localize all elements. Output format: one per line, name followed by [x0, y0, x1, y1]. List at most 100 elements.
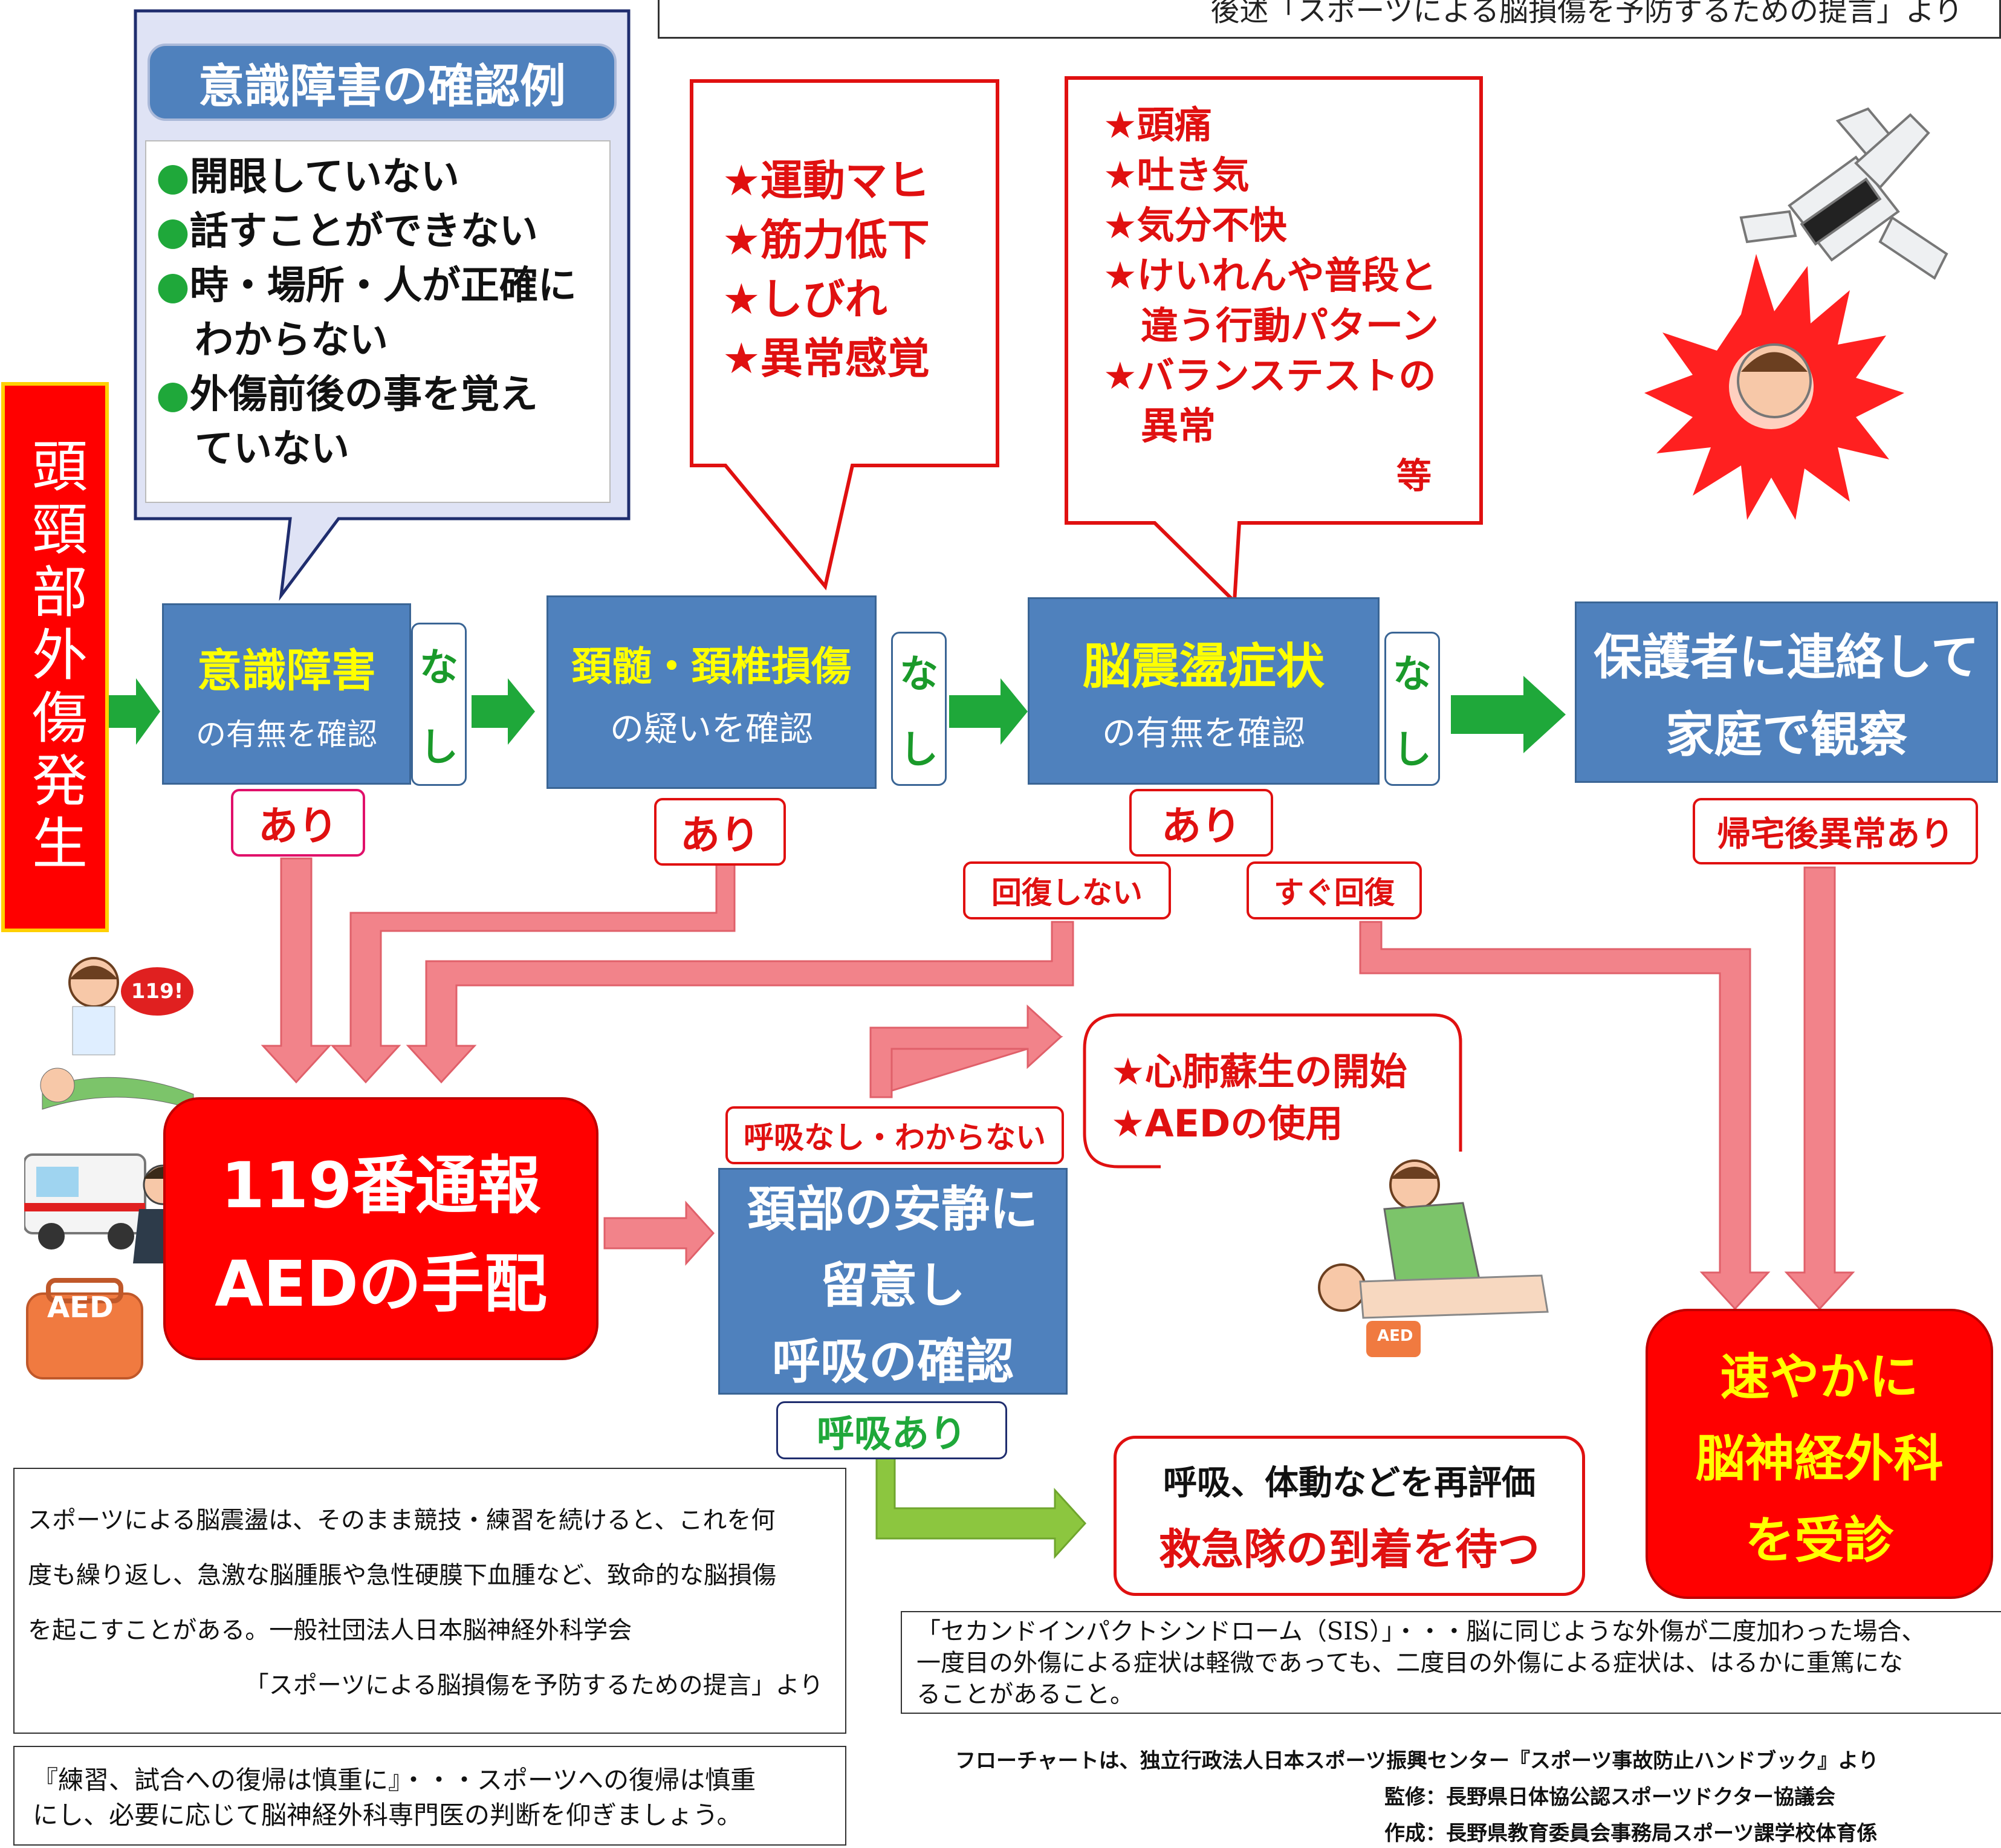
neurosurgery-line3: を受診	[1745, 1511, 1894, 1569]
call-119-box: 119番通報 AEDの手配	[163, 1097, 598, 1360]
arrow-step3-to-step4	[1451, 676, 1566, 753]
cpr-aed-label: AED	[1377, 1327, 1413, 1345]
nashi-label-1: なし	[411, 623, 467, 786]
step-spinal-box: 頚髄・頚椎損傷 の疑いを確認	[546, 595, 877, 789]
arrow-step1-ari-down	[261, 857, 332, 1084]
neurosurgery-box: 速やかに 脳神経外科 を受診	[1646, 1309, 1993, 1599]
no-breath-label: 呼吸なし・わからない	[725, 1106, 1064, 1164]
concussion-symptoms-list: ★頭痛 ★吐き気 ★気分不快 ★けいれんや普段と 違う行動パターン ★バランステ…	[1103, 100, 1439, 451]
consciousness-examples-title: 意識障害の確認例	[198, 59, 566, 113]
concussion-etc: 等	[1396, 455, 1432, 496]
pink-arrows	[261, 857, 1855, 1311]
incident-title-box: 頭頸部外傷発生	[1, 382, 109, 932]
spinal-symptom-4: ★異常感覚	[722, 334, 930, 383]
concussion-symptom-2: ★吐き気	[1103, 153, 1250, 197]
step-spinal-main: 頚髄・頚椎損傷	[572, 643, 851, 690]
spinal-symptom-3: ★しびれ	[722, 274, 887, 324]
recover-yes-label: すぐ回復	[1247, 861, 1422, 919]
arrow-start-to-step1	[103, 678, 160, 745]
cpr-item-1: ★心肺蘇生の開始	[1111, 1049, 1407, 1094]
arrow-recover-no-down	[406, 921, 1074, 1084]
step-concussion-main: 脳震盪症状	[1083, 638, 1325, 695]
consciousness-item-6: ていない	[156, 427, 349, 472]
step-home-line1: 保護者に連絡して	[1594, 629, 1979, 686]
aed-case-label: AED	[47, 1291, 114, 1324]
credit-supervision: 監修：長野県日体協公認スポーツドクター協議会	[1384, 1785, 1835, 1809]
call-119-line1: 119番通報	[221, 1148, 541, 1222]
ari-label-3: あり	[1129, 789, 1273, 857]
consciousness-examples-title-box: 意識障害の確認例	[148, 44, 617, 121]
concussion-symptom-4: ★けいれんや普段と	[1103, 253, 1437, 297]
arrow-breath-yes	[875, 1450, 1087, 1559]
concussion-note-line1: スポーツによる脳震盪は、そのまま競技・練習を続けると、これを何	[28, 1506, 776, 1534]
consciousness-item-2: ●話すことができない	[156, 209, 538, 254]
nashi-label-2: なし	[891, 632, 947, 786]
spinal-symptoms-list: ★運動マヒ ★筋力低下 ★しびれ ★異常感覚	[722, 151, 930, 388]
nashi-label-3: なし	[1384, 632, 1440, 786]
neurosurgery-line2: 脳神経外科	[1695, 1430, 1944, 1488]
arrow-recover-yes-down	[1359, 921, 1771, 1311]
concussion-note-source: 「スポーツによる脳損傷を予防するための提言」より	[244, 1671, 823, 1699]
step-consciousness-sub: の有無を確認	[196, 716, 377, 752]
cpr-item-2: ★AEDの使用	[1111, 1101, 1343, 1146]
spinal-symptom-2: ★筋力低下	[722, 215, 930, 265]
concussion-symptom-3: ★気分不快	[1103, 203, 1287, 247]
credit-author: 作成：長野県教育委員会事務局スポーツ課学校体育係	[1384, 1821, 1878, 1846]
neck-breath-line3: 呼吸の確認	[772, 1333, 1014, 1390]
wait-ambulance-box: 呼吸、体動などを再評価 救急隊の到着を待つ	[1114, 1436, 1585, 1596]
arrow-step2-to-step3	[949, 678, 1028, 745]
step-home-line2: 家庭で観察	[1665, 707, 1907, 763]
incident-title: 頭頸部外傷発生	[22, 437, 88, 877]
concussion-note-box: スポーツによる脳震盪は、そのまま競技・練習を続けると、これを何 度も繰り返し、急…	[13, 1468, 846, 1734]
step-spinal-sub: の疑いを確認	[610, 709, 813, 749]
wait-line1: 呼吸、体動などを再評価	[1163, 1463, 1536, 1503]
step-concussion-sub: の有無を確認	[1102, 713, 1305, 753]
neurosurgery-line1: 速やかに	[1720, 1348, 1919, 1406]
ari-label-1: あり	[231, 789, 365, 857]
concussion-note-line3: を起こすことがある。一般社団法人日本脳神経外科学会	[28, 1616, 632, 1644]
return-note-line2: にし、必要に応じて脳神経外科専門医の判断を仰ぎましょう。	[33, 1800, 742, 1830]
cpr-callout-shape	[1083, 1013, 1462, 1169]
cpr-illustration	[1318, 1159, 1549, 1357]
breath-yes-label: 呼吸あり	[776, 1401, 1007, 1459]
header-note-box: 後述「スポーツによる脳損傷を予防するための提言」より	[658, 0, 2001, 39]
home-abnormal-label: 帰宅後異常あり	[1693, 798, 1978, 864]
neck-breath-box: 頚部の安静に 留意し 呼吸の確認	[718, 1168, 1068, 1395]
sis-note-line3: ることがあること。	[916, 1681, 1134, 1708]
sis-note-line2: 一度目の外傷による症状は軽微であっても、二度目の外傷による症状は、はるかに重篤に…	[916, 1649, 1903, 1677]
concussion-symptom-1: ★頭痛	[1103, 103, 1212, 147]
consciousness-examples-items: ●開眼していない ●話すことができない ●時・場所・人が正確に わからない ●外…	[156, 150, 609, 476]
return-note-line1: 『練習、試合への復帰は慎重に』・・・スポーツへの復帰は慎重	[33, 1765, 756, 1795]
neck-breath-line2: 留意し	[820, 1257, 965, 1314]
concussion-note-line2: 度も繰り返し、急激な脳腫脹や急性硬膜下血腫など、致命的な脳損傷	[28, 1561, 776, 1589]
call-119-line2: AEDの手配	[215, 1247, 547, 1321]
falling-judoka-illustration	[1737, 107, 1948, 418]
concussion-symptom-6: ★バランステストの	[1103, 354, 1436, 398]
green-arrows	[103, 676, 1566, 753]
ari-label-2: あり	[654, 798, 786, 866]
step-home-box: 保護者に連絡して 家庭で観察	[1575, 601, 1998, 783]
arrow-step2-ari-down	[330, 863, 736, 1084]
arrow-home-abnormal-down	[1784, 866, 1855, 1311]
sis-note-box: 「セカンドインパクトシンドローム（SIS）」・・・脳に同じような外傷が二度加わっ…	[901, 1611, 2001, 1714]
spinal-callout-shape	[690, 79, 999, 591]
cpr-list: ★心肺蘇生の開始 ★AEDの使用	[1111, 1046, 1407, 1150]
step-concussion-box: 脳震盪症状 の有無を確認	[1028, 597, 1380, 785]
credit-source: フローチャートは、独立行政法人日本スポーツ振興センター『スポーツ事故防止ハンドブ…	[955, 1749, 1879, 1773]
arrow-call-to-neck	[603, 1201, 715, 1266]
badge-119: 119!	[121, 967, 193, 1016]
consciousness-item-4: わからない	[156, 318, 388, 363]
wait-line2: 救急隊の到着を待つ	[1159, 1524, 1540, 1574]
spinal-symptom-1: ★運動マヒ	[722, 156, 930, 206]
consciousness-item-1: ●開眼していない	[156, 155, 459, 199]
sis-note-line1: 「セカンドインパクトシンドローム（SIS）」・・・脳に同じような外傷が二度加わっ…	[916, 1618, 1926, 1645]
return-note-box: 『練習、試合への復帰は慎重に』・・・スポーツへの復帰は慎重 にし、必要に応じて脳…	[13, 1746, 846, 1846]
arrow-step1-to-step2	[472, 678, 535, 745]
concussion-symptom-7: 異常	[1103, 404, 1216, 448]
consciousness-item-5: ●外傷前後の事を覚え	[156, 372, 538, 417]
recover-no-label: 回復しない	[963, 861, 1171, 919]
header-note-text: 後述「スポーツによる脳損傷を予防するための提言」より	[1210, 0, 1963, 28]
neck-breath-line1: 頚部の安静に	[748, 1181, 1038, 1237]
concussion-callout-shape	[1065, 76, 1483, 606]
consciousness-item-3: ●時・場所・人が正確に	[156, 264, 577, 308]
